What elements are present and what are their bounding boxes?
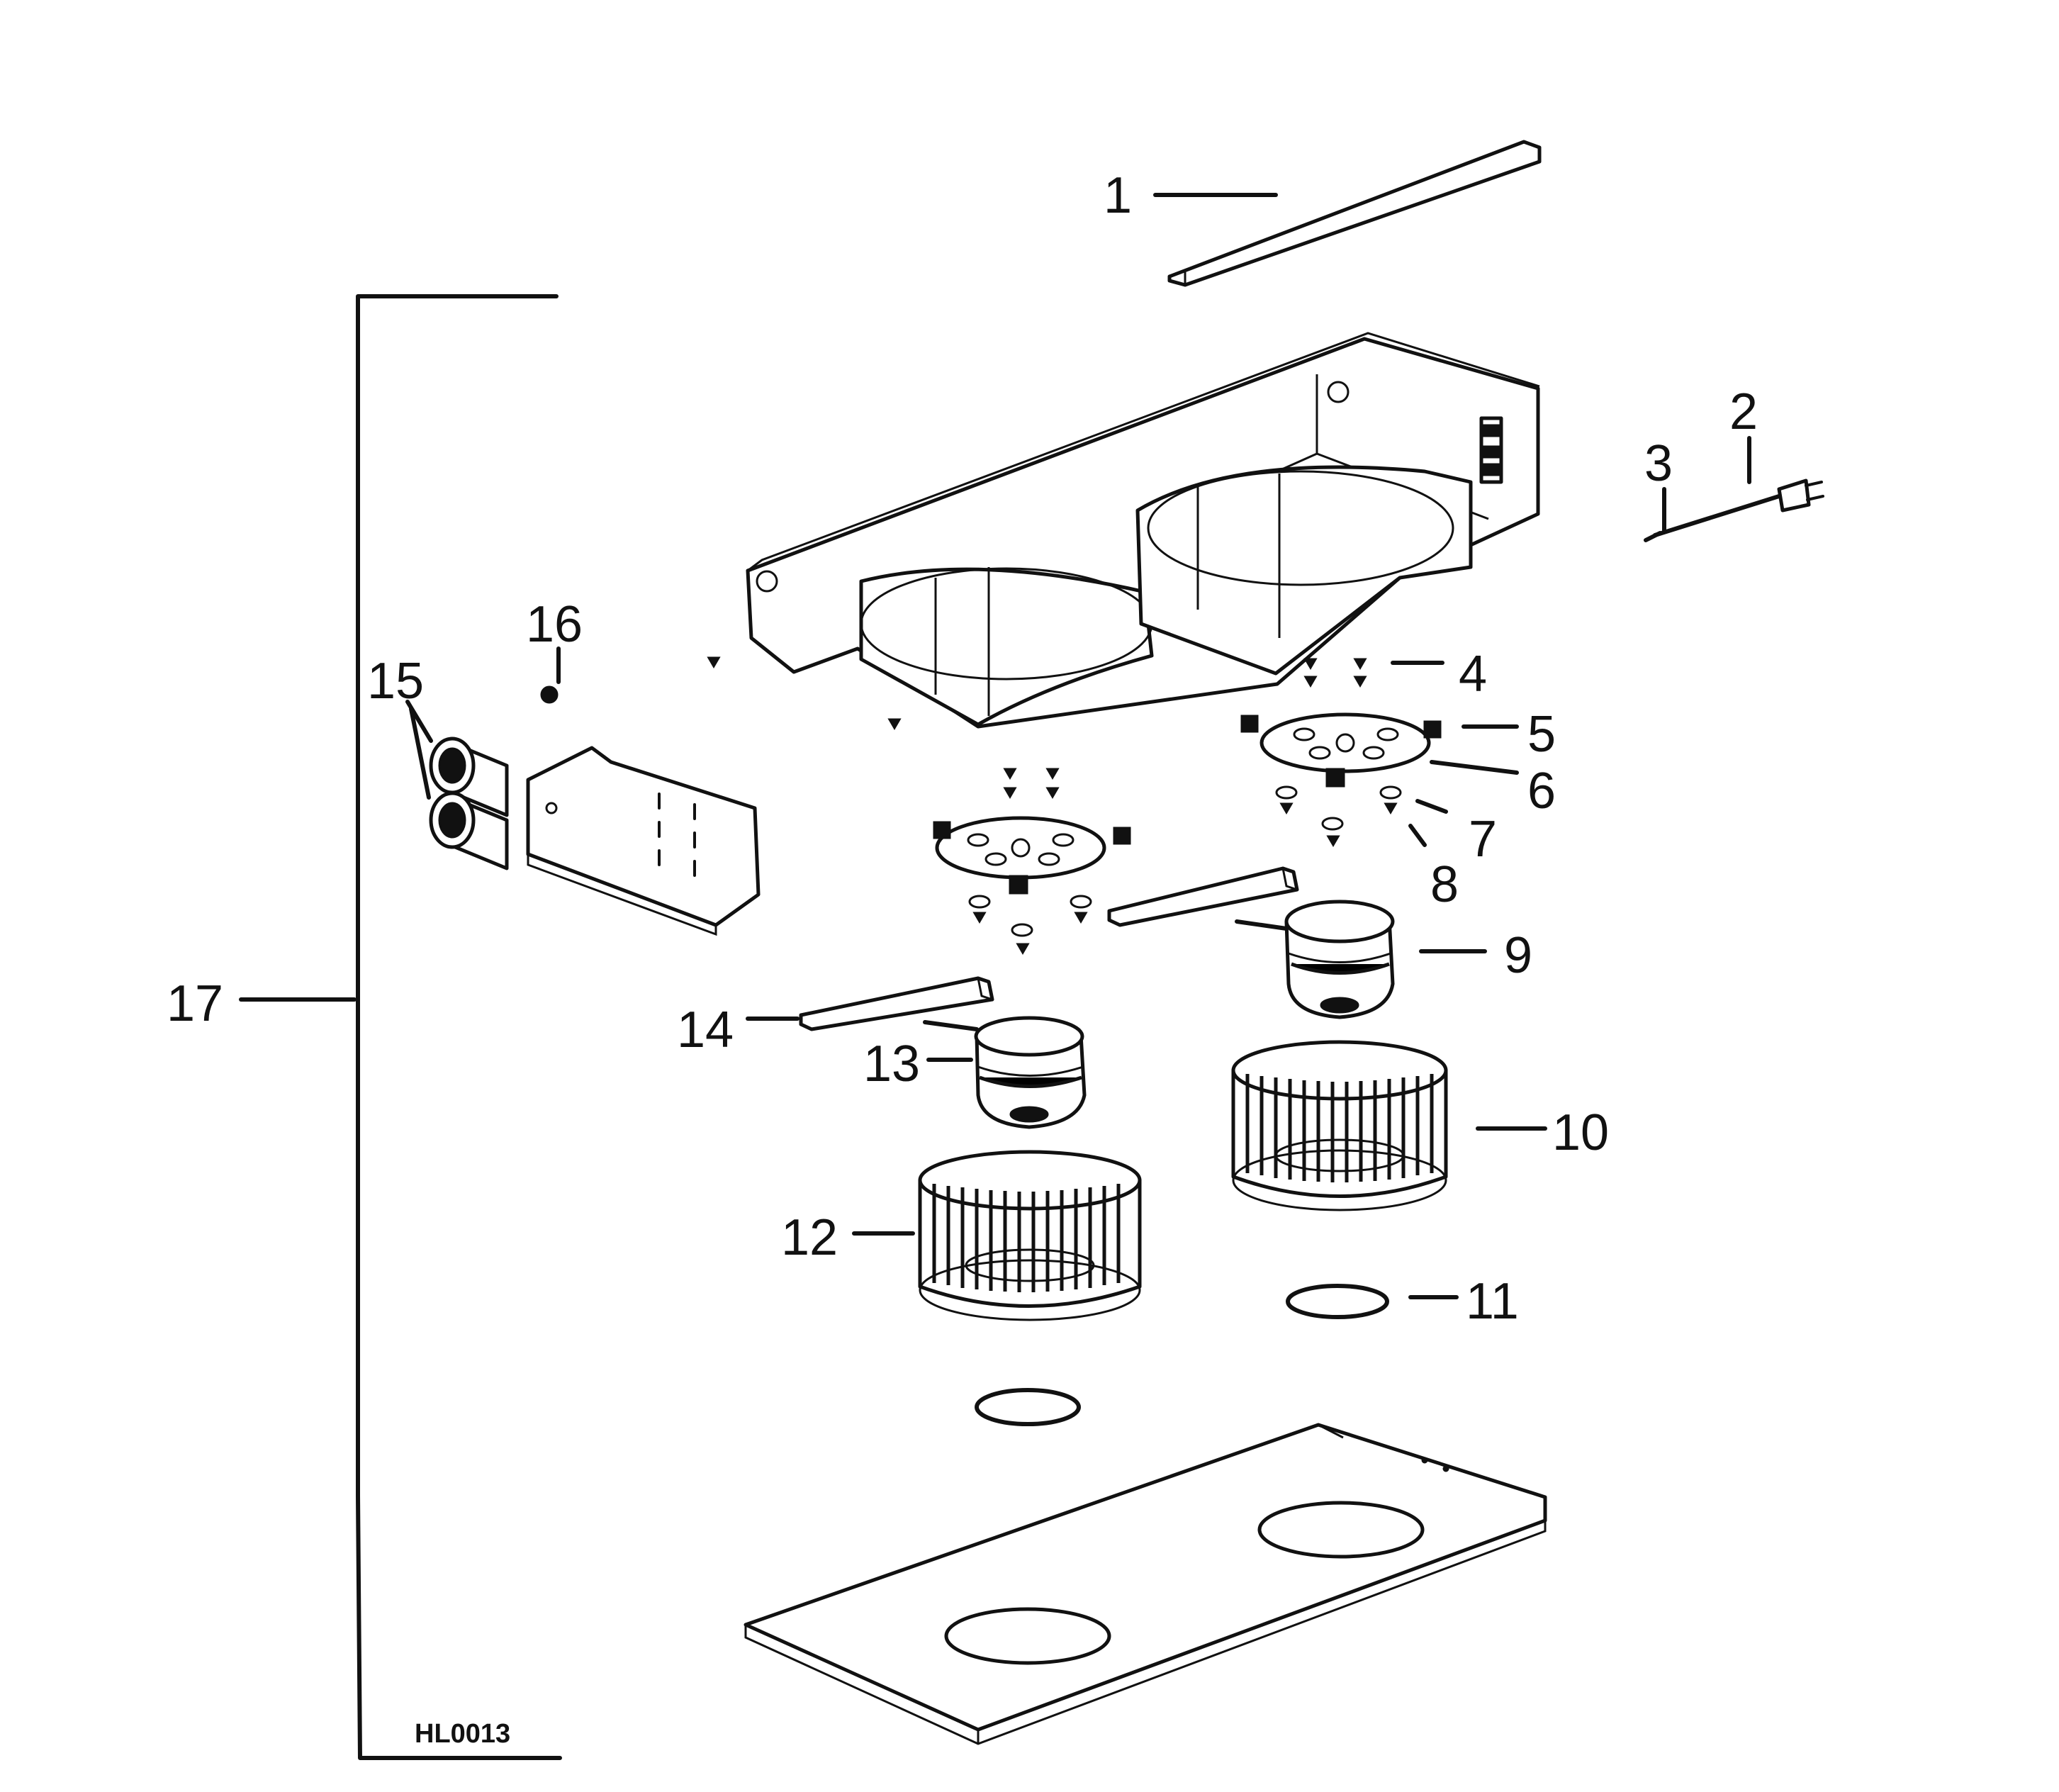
leader-lines <box>239 193 1751 1299</box>
callout-7: 7 <box>1469 811 1497 868</box>
callout-12: 12 <box>781 1209 838 1266</box>
part-ring-left <box>975 1388 1081 1426</box>
part-capacitors <box>429 737 509 870</box>
part-wiring-bracket <box>526 746 761 936</box>
part-mounting-bar-right <box>1107 866 1299 927</box>
part-screw-16 <box>540 685 559 704</box>
callout-10: 10 <box>1552 1104 1609 1161</box>
callout-14: 14 <box>677 1002 734 1058</box>
callout-13: 13 <box>863 1036 920 1092</box>
part-motor-left <box>923 1016 1087 1129</box>
callout-3: 3 <box>1644 435 1673 492</box>
part-trim-strip <box>1167 140 1542 287</box>
callout-8: 8 <box>1430 856 1459 913</box>
part-ring-right <box>1286 1284 1389 1319</box>
callout-4: 4 <box>1459 646 1487 702</box>
callout-11: 11 <box>1466 1273 1519 1330</box>
callout-15: 15 <box>367 653 424 710</box>
drawing-code: HL0013 <box>415 1719 510 1749</box>
part-main-housing <box>746 332 1540 729</box>
part-mounting-bar-left <box>799 976 994 1031</box>
callout-9: 9 <box>1504 927 1532 984</box>
callout-2: 2 <box>1729 383 1758 440</box>
part-blower-wheel-right <box>1231 1040 1448 1211</box>
callout-1: 1 <box>1104 167 1132 224</box>
assembly-bracket <box>356 294 562 1760</box>
part-mounting-plate-left <box>933 768 1131 955</box>
part-blower-wheel-left <box>918 1150 1142 1321</box>
callout-6: 6 <box>1527 763 1556 819</box>
callout-labels: 1 2 3 4 5 6 7 8 9 10 11 12 13 14 15 16 1… <box>167 167 1758 1749</box>
part-mounting-plate-right <box>707 656 1442 847</box>
callout-16: 16 <box>526 596 583 653</box>
part-motor-right <box>1235 900 1395 1019</box>
part-power-cord <box>1644 478 1824 542</box>
callout-17: 17 <box>167 975 223 1032</box>
callout-5: 5 <box>1527 706 1556 763</box>
part-bottom-panel <box>744 1423 1547 1745</box>
